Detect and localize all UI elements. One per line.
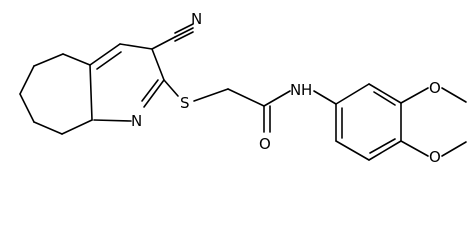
cycloheptane-ring	[19, 53, 93, 135]
benzene-ring	[335, 83, 402, 161]
thioacetamide-linker: S O N H	[163, 79, 337, 153]
pyridine-ring	[89, 43, 165, 122]
sulfur-label: S	[180, 94, 190, 112]
nitrile-nitrogen-label: N	[191, 10, 202, 28]
nitrile-group: N	[151, 10, 202, 50]
chemical-structure-diagram: N N S O N H O O	[19, 10, 467, 166]
amide-hydrogen-label: H	[301, 81, 312, 99]
amide-nitrogen-label: N	[290, 81, 301, 99]
methoxy-oxygen-label-2: O	[429, 148, 441, 166]
pyridine-nitrogen-label: N	[131, 112, 142, 130]
methoxy-oxygen-label-1: O	[429, 79, 441, 97]
methoxy-groups: O O	[400, 79, 467, 166]
carbonyl-oxygen-label: O	[259, 135, 271, 153]
